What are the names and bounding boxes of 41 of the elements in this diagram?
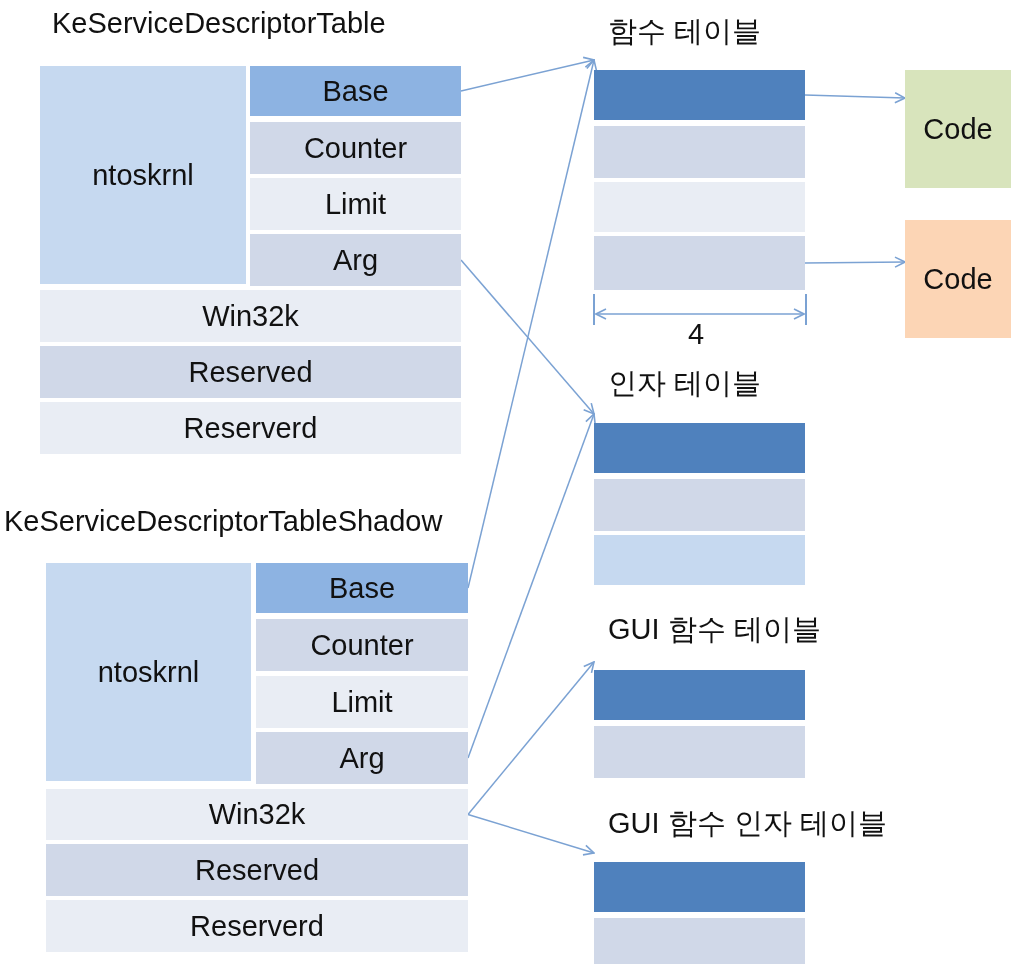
arrow: [460, 56, 595, 92]
table-cell: ntoskrnl: [46, 563, 251, 781]
table-row: [594, 479, 805, 531]
table-row: [594, 70, 805, 120]
arrow: [804, 91, 906, 104]
table-title: GUI 함수 테이블: [608, 612, 821, 646]
table-row: [594, 918, 805, 964]
table-cell: ntoskrnl: [40, 66, 246, 284]
arrow: [467, 661, 595, 816]
table-cell: Counter: [250, 122, 461, 174]
table-title: GUI 함수 인자 테이블: [608, 806, 887, 840]
table-cell: Reserved: [46, 844, 468, 896]
table-row: [594, 670, 805, 720]
table-row: [594, 126, 805, 178]
table-cell: Base: [250, 66, 461, 116]
arrow: [467, 813, 595, 856]
table-cell: Win32k: [40, 290, 461, 342]
dimension-label: 4: [688, 318, 705, 351]
table-title: KeServiceDescriptorTableShadow: [4, 504, 443, 538]
table-row: [594, 726, 805, 778]
table-cell: Limit: [250, 178, 461, 230]
table-row: [594, 236, 805, 290]
arrow: [460, 259, 595, 415]
table-title: 인자 테이블: [608, 366, 762, 400]
table-cell: Counter: [256, 619, 468, 671]
table-cell: Arg: [256, 732, 468, 784]
code-box: Code: [905, 220, 1011, 338]
table-title: KeServiceDescriptorTable: [52, 6, 386, 40]
table-cell: Base: [256, 563, 468, 613]
arrow: [804, 256, 906, 268]
table-row: [594, 535, 805, 585]
table-cell: Reserved: [40, 346, 461, 398]
table-cell: Limit: [256, 676, 468, 728]
table-cell: Reserverd: [46, 900, 468, 952]
table-cell: Reserverd: [40, 402, 461, 454]
table-row: [594, 862, 805, 912]
code-box: Code: [905, 70, 1011, 188]
table-cell: Win32k: [46, 789, 468, 840]
table-title: 함수 테이블: [608, 14, 762, 48]
table-row: [594, 423, 805, 473]
table-cell: Arg: [250, 234, 461, 286]
